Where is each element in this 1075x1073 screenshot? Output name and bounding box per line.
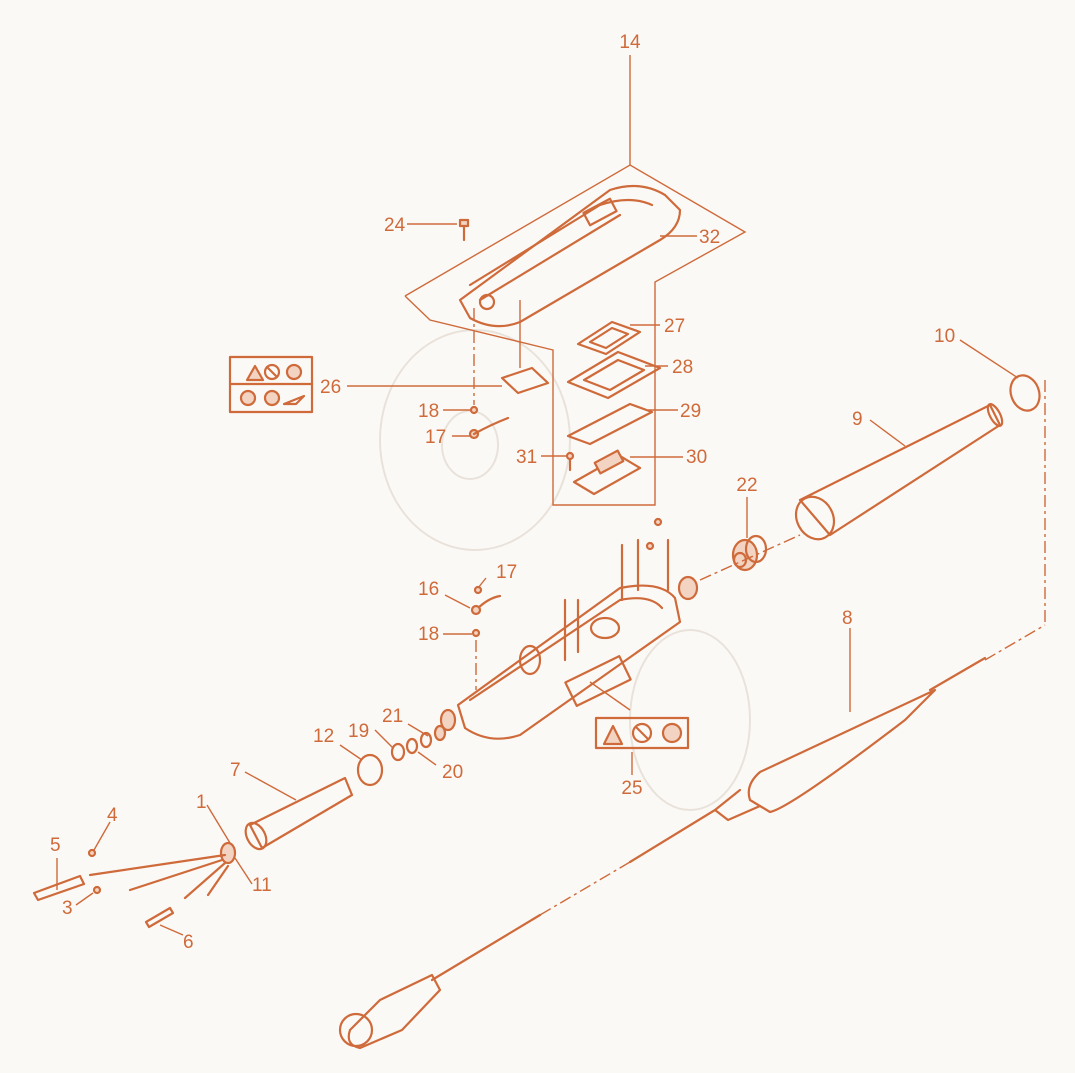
callout-5: 5: [50, 835, 61, 856]
no-sparks-icon: [631, 722, 653, 744]
callout-25: 25: [621, 778, 642, 799]
part-17-18-upper-clips: [443, 405, 510, 440]
callout-27: 27: [664, 316, 685, 337]
read-manual-icon: [285, 363, 303, 381]
callout-7: 7: [230, 760, 241, 781]
callout-19: 19: [348, 721, 369, 742]
callout-28: 28: [672, 357, 693, 378]
part-24-screw: [407, 218, 475, 405]
ear-protection-icon: [239, 389, 257, 407]
warning-label-25: [589, 681, 690, 775]
part-7-tube: [244, 771, 354, 851]
read-manual-icon: [661, 722, 683, 744]
part-14-cover-group: [404, 55, 747, 506]
main-housing: [439, 517, 699, 740]
part-12-nut: [339, 744, 384, 787]
part-27-seal: [576, 320, 660, 356]
callout-32: 32: [699, 227, 720, 248]
callout-9: 9: [852, 409, 863, 430]
callout-4: 4: [107, 805, 118, 826]
part-19-20-21-fittings: [374, 723, 447, 766]
callout-31: 31: [516, 447, 537, 468]
part-10-ring: [959, 339, 1046, 625]
callout-3: 3: [62, 898, 73, 919]
callout-17-upper: 17: [425, 427, 446, 448]
warning-label-26: [228, 355, 314, 414]
callout-21: 21: [382, 706, 403, 727]
callout-30: 30: [686, 447, 707, 468]
part-16-17-18-lower-clips: [443, 577, 502, 690]
part-28-frame: [566, 350, 668, 400]
callout-24: 24: [384, 215, 406, 236]
part-22-grommet: [699, 497, 801, 581]
hand-warning-icon: [282, 394, 306, 406]
callout-14: 14: [619, 32, 641, 53]
part-26-label: [347, 300, 550, 395]
watermark-mascot: [379, 329, 751, 811]
part-32-cover: [458, 184, 697, 328]
callout-8: 8: [842, 608, 853, 629]
callout-17-lower: 17: [496, 562, 517, 583]
callout-18-lower: 18: [418, 624, 439, 645]
callout-12: 12: [313, 726, 334, 747]
part-29-gasket: [566, 402, 678, 446]
callout-10: 10: [934, 326, 955, 347]
warning-triangle-icon: [602, 724, 624, 746]
part-31-screw: [541, 451, 575, 472]
callout-29: 29: [680, 401, 701, 422]
callout-1: 1: [196, 792, 207, 813]
part-3-4-5-6-small-parts: [32, 821, 184, 936]
callout-11: 11: [252, 875, 272, 896]
warning-triangle-icon: [245, 364, 265, 382]
no-sparks-icon: [263, 363, 281, 381]
part-8-cable: [338, 624, 1046, 1050]
callout-22: 22: [736, 475, 757, 496]
part-9-sleeve: [794, 403, 1004, 541]
eye-protection-icon: [263, 389, 281, 407]
part-1-cable-end: [88, 804, 253, 900]
callout-20: 20: [442, 762, 463, 783]
callout-18-upper: 18: [418, 401, 439, 422]
callout-16: 16: [418, 579, 439, 600]
part-30-switch: [572, 449, 683, 496]
callout-6: 6: [183, 932, 194, 953]
callout-labels: 14 24 32 27 10 28 26 29 18 9 17 31 30 22…: [50, 32, 955, 953]
callout-26: 26: [320, 377, 341, 398]
